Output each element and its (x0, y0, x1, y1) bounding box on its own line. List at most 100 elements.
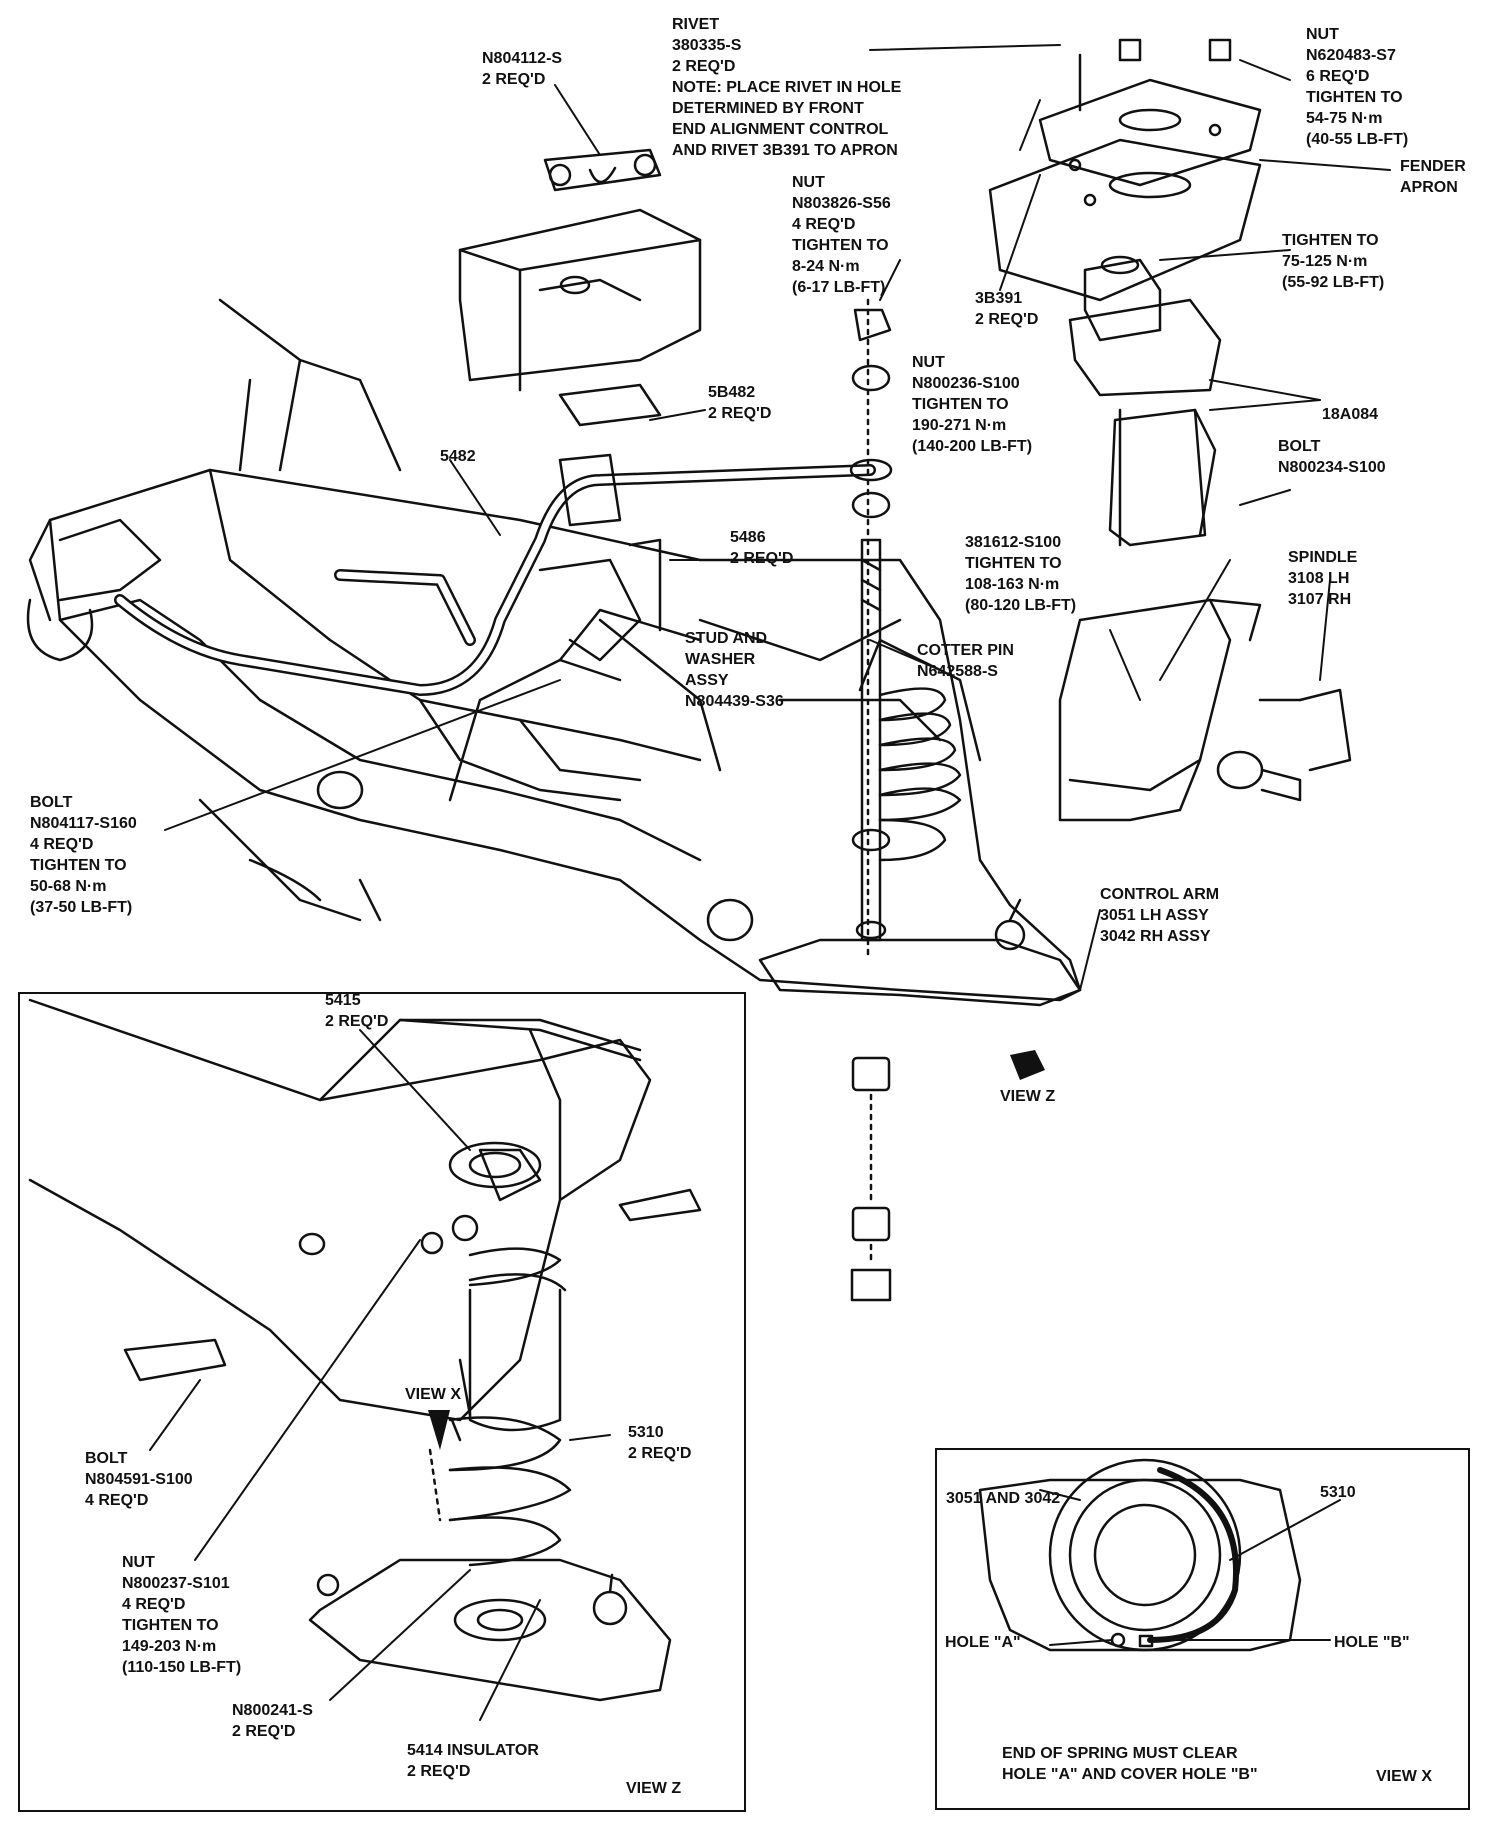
label-stud-washer-line-3: ASSY (685, 672, 729, 689)
label-spindle-line-1: SPINDLE (1288, 549, 1358, 566)
view-arrows (428, 1050, 1045, 1450)
label-spring-note: END OF SPRING MUST CLEAR HOLE "A" AND COV… (1002, 1743, 1258, 1785)
coil-spring (878, 687, 962, 862)
label-stud-washer-line-1: STUD AND (685, 630, 768, 647)
label-381612-line-1: 381612-S100 (965, 534, 1062, 551)
label-nut-n800236-line-2: N800236-S100 (912, 375, 1020, 392)
label-nut-n620483-line-6: (40-55 LB-FT) (1306, 131, 1409, 148)
label-fender-apron-line-1: FENDER (1400, 158, 1466, 175)
label-tighten-75-line-2: 75-125 N·m (1282, 253, 1368, 270)
label-nut-n803826-line-2: N803826-S56 (792, 195, 891, 212)
label-nut-n803826-line-5: 8-24 N·m (792, 258, 860, 275)
label-5310-2reqd-line-1: 5310 (628, 1424, 664, 1441)
label-cotter-pin: COTTER PIN N642588-S (917, 640, 1014, 682)
label-tighten-75-line-1: TIGHTEN TO (1282, 232, 1379, 249)
label-bolt-n804591-line-1: BOLT (85, 1450, 128, 1467)
frame-bracket (458, 208, 702, 392)
label-nut-n620483-line-2: N620483-S7 (1306, 47, 1396, 64)
label-5310: 5310 (1320, 1482, 1356, 1503)
label-5482: 5482 (440, 446, 476, 467)
label-nut-n800237-line-4: TIGHTEN TO (122, 1617, 219, 1634)
label-control-arm-line-2: 3051 LH ASSY (1100, 907, 1209, 924)
label-hole-b: HOLE "B" (1334, 1632, 1410, 1653)
view-x-title: VIEW X (1376, 1766, 1432, 1787)
view-z-title-line-1: VIEW Z (626, 1780, 682, 1797)
label-5310-2reqd-line-2: 2 REQ'D (628, 1445, 692, 1462)
stud-assembly (849, 298, 893, 1302)
label-n804112: N804112-S 2 REQ'D (482, 48, 562, 90)
label-5482-line-1: 5482 (440, 448, 476, 465)
label-n804112-line-2: 2 REQ'D (482, 71, 546, 88)
label-fender-apron-line-2: APRON (1400, 179, 1458, 196)
spindle (1058, 598, 1352, 822)
label-view-z-arrow: VIEW Z (1000, 1086, 1055, 1107)
frame-crossmember (26, 298, 1082, 1002)
label-nut-n800237-line-2: N800237-S101 (122, 1575, 230, 1592)
label-spindle-line-3: 3107 RH (1288, 591, 1352, 608)
leader-lines (149, 44, 1391, 1721)
control-arm (758, 898, 1082, 1007)
label-rivet-line-1: RIVET (672, 16, 720, 33)
label-bolt-n804591-line-3: 4 REQ'D (85, 1492, 149, 1509)
label-spring-note-line-1: END OF SPRING MUST CLEAR (1002, 1745, 1238, 1762)
label-nut-n800237-line-5: 149-203 N·m (122, 1638, 217, 1655)
stabilizer-bushings (538, 383, 662, 662)
label-tighten-75: TIGHTEN TO 75-125 N·m (55-92 LB-FT) (1282, 230, 1384, 293)
label-5310-line-1: 5310 (1320, 1484, 1356, 1501)
label-rivet-line-5: DETERMINED BY FRONT (672, 100, 864, 117)
label-5486-line-2: 2 REQ'D (730, 550, 794, 567)
label-cotter-pin-line-2: N642588-S (917, 663, 998, 680)
label-n804112-line-1: N804112-S (482, 50, 563, 67)
label-view-z-arrow-line-1: VIEW Z (1000, 1088, 1056, 1105)
view-x-title-line-1: VIEW X (1376, 1768, 1433, 1785)
label-spring-note-line-2: HOLE "A" AND COVER HOLE "B" (1002, 1766, 1258, 1783)
upper-bushing-block (543, 148, 662, 192)
label-n800241-line-1: N800241-S (232, 1702, 313, 1719)
upper-mount-18a084 (1068, 255, 1222, 547)
label-rivet-line-4: NOTE: PLACE RIVET IN HOLE (672, 79, 902, 96)
label-5415-line-1: 5415 (325, 992, 361, 1009)
label-bolt-n804117-line-6: (37-50 LB-FT) (30, 899, 133, 916)
label-3b391-line-1: 3B391 (975, 290, 1023, 307)
label-3051-3042-line-1: 3051 AND 3042 (946, 1490, 1061, 1507)
label-5415: 5415 2 REQ'D (325, 990, 388, 1032)
label-rivet-line-3: 2 REQ'D (672, 58, 736, 75)
label-spindle-line-2: 3108 LH (1288, 570, 1350, 587)
label-nut-n800237-line-6: (110-150 LB-FT) (122, 1659, 242, 1676)
label-5486-line-1: 5486 (730, 529, 766, 546)
label-3051-3042: 3051 AND 3042 (946, 1488, 1060, 1509)
label-5415-line-2: 2 REQ'D (325, 1013, 389, 1030)
label-nut-n620483-line-4: TIGHTEN TO (1306, 89, 1403, 106)
label-cotter-pin-line-1: COTTER PIN (917, 642, 1014, 659)
label-bolt-n804117-line-5: 50-68 N·m (30, 878, 107, 895)
label-nut-n803826-line-1: NUT (792, 174, 825, 191)
view-z-title: VIEW Z (626, 1778, 681, 1799)
label-nut-n803826-line-4: TIGHTEN TO (792, 237, 889, 254)
label-381612-line-4: (80-120 LB-FT) (965, 597, 1077, 614)
label-bolt-n804117-line-2: N804117-S160 (30, 815, 137, 832)
label-bolt-n800234-line-1: BOLT (1278, 438, 1321, 455)
label-nut-n800236-line-1: NUT (912, 354, 945, 371)
fender-apron (988, 38, 1262, 302)
label-rivet-line-7: AND RIVET 3B391 TO APRON (672, 142, 898, 159)
label-nut-n803826-line-6: (6-17 LB-FT) (792, 279, 886, 296)
label-rivet-line-2: 380335-S (672, 37, 742, 54)
label-nut-n620483-line-3: 6 REQ'D (1306, 68, 1370, 85)
label-control-arm-line-1: CONTROL ARM (1100, 886, 1220, 903)
label-spindle: SPINDLE 3108 LH 3107 RH (1288, 547, 1357, 610)
label-view-x-arrow-line-1: VIEW X (405, 1386, 462, 1403)
label-5486: 5486 2 REQ'D (730, 527, 793, 569)
label-nut-n800237-line-1: NUT (122, 1554, 155, 1571)
label-nut-n620483-line-5: 54-75 N·m (1306, 110, 1383, 127)
label-bolt-n804117-line-1: BOLT (30, 794, 73, 811)
label-tighten-75-line-3: (55-92 LB-FT) (1282, 274, 1385, 291)
label-5414-insulator-line-1: 5414 INSULATOR (407, 1742, 539, 1759)
